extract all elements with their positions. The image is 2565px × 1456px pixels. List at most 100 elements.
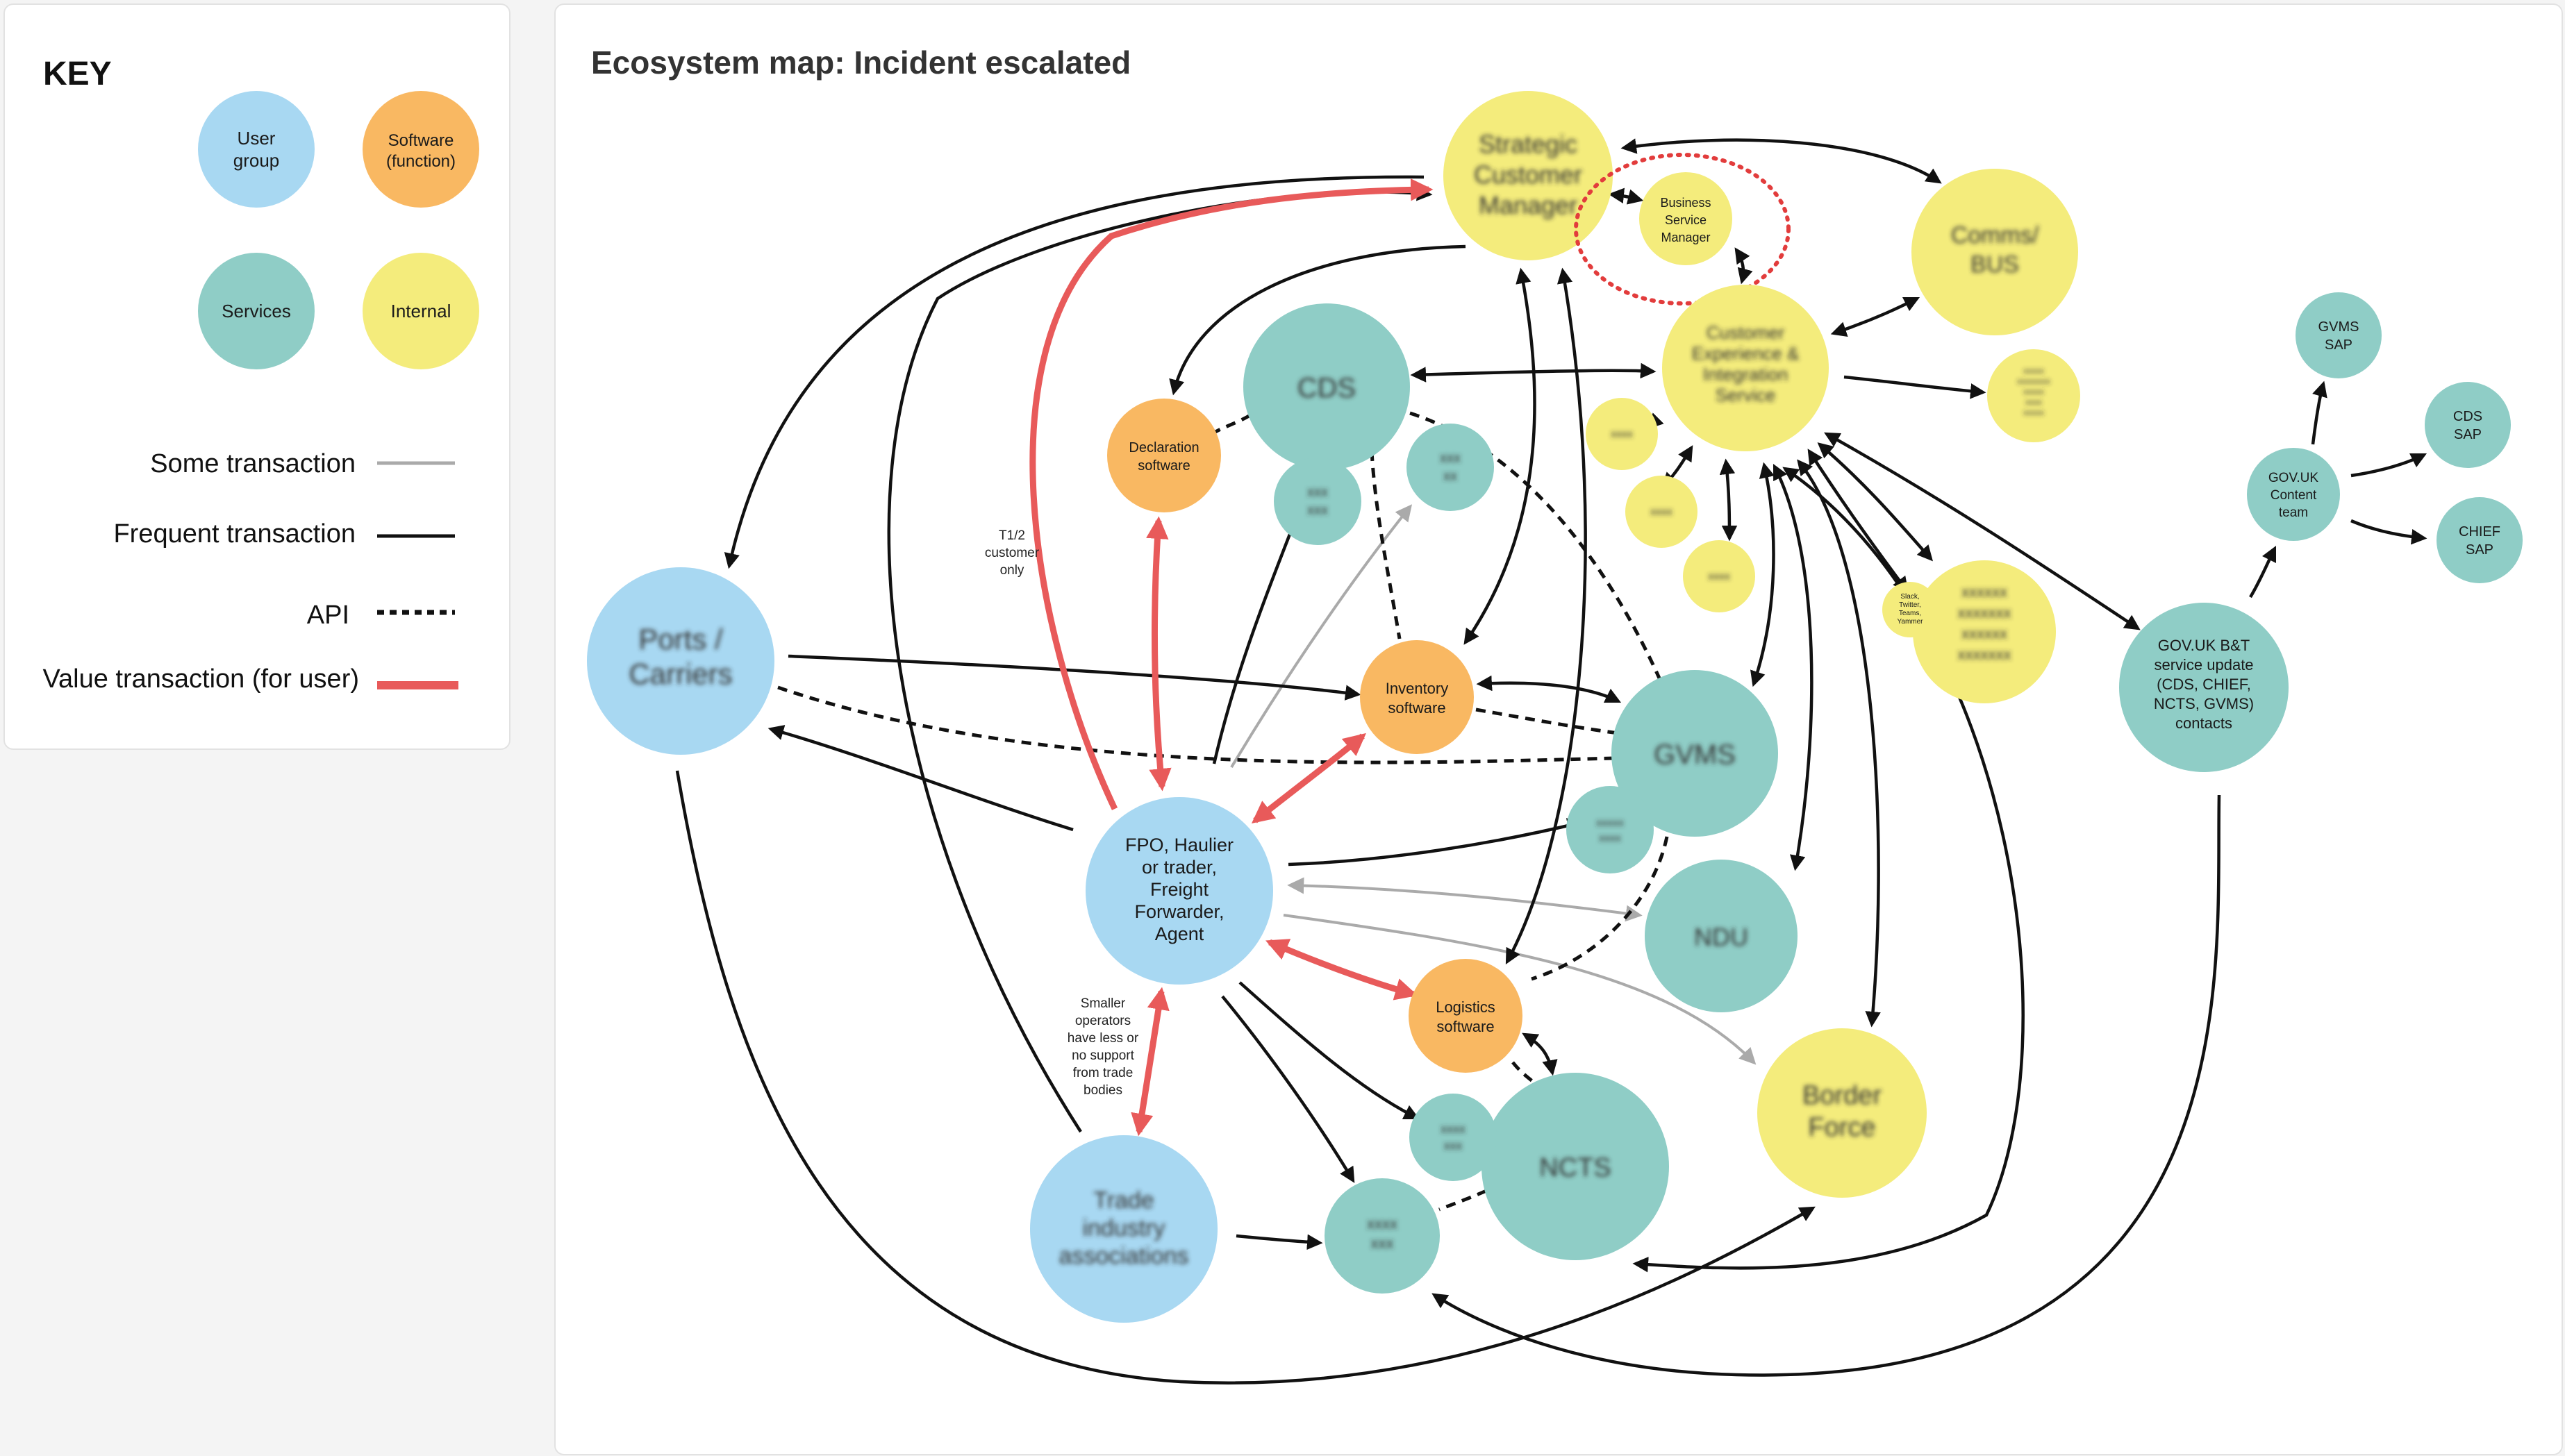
govuk-content-circle bbox=[2247, 448, 2340, 541]
small-internal-2-circle bbox=[1625, 476, 1697, 548]
node-ports-carriers[interactable]: Ports /Carriers bbox=[587, 567, 774, 755]
node-comms-internal[interactable]: Comms/BUS bbox=[1911, 169, 2078, 335]
key-internal: Internal bbox=[363, 253, 479, 369]
service-small-5-circle bbox=[1325, 1178, 1440, 1294]
edge-cei-small-3 bbox=[1719, 458, 1738, 542]
edge-govuk-content-cds-sap bbox=[2350, 453, 2427, 478]
key-software: Software(function) bbox=[363, 91, 479, 208]
node-small-internal-1[interactable]: xxxx bbox=[1586, 398, 1658, 470]
frequent-edges bbox=[675, 138, 2427, 1384]
api-cds-declaration bbox=[1211, 413, 1252, 436]
node-cds[interactable]: CDS bbox=[1243, 303, 1410, 470]
strategic-customer-manager-circle bbox=[1443, 91, 1613, 260]
ndu-circle bbox=[1645, 860, 1798, 1012]
node-ncts[interactable]: NCTS bbox=[1481, 1073, 1669, 1260]
small-internal-1-circle bbox=[1586, 398, 1658, 470]
edge-strategic-ports bbox=[724, 175, 1425, 569]
edge-govuk-bt-small5 bbox=[1431, 794, 2221, 1377]
small-internal-right-circle bbox=[1987, 349, 2080, 442]
node-gvms[interactable]: GVMS bbox=[1611, 670, 1778, 837]
value-fpo-trade bbox=[1131, 987, 1170, 1137]
edge-govuk-content-govuk-bt bbox=[2249, 545, 2277, 599]
map-title: Ecosystem map: Incident escalated bbox=[591, 44, 1131, 81]
api-ports-gvms bbox=[777, 685, 1616, 764]
bsm-highlight-ring bbox=[1574, 153, 1791, 306]
svg-text:xxxxxxx: xxxxxxx bbox=[1367, 1215, 1397, 1252]
edge-fpo-service-small-5 bbox=[1221, 995, 1355, 1183]
key-software-label-1: Software bbox=[388, 131, 454, 150]
api-ncts-logistics bbox=[1511, 1061, 1536, 1085]
edge-strategic-declaration bbox=[1169, 244, 1466, 396]
value-fpo-strategic bbox=[1029, 178, 1434, 810]
edge-cei-govuk-bt bbox=[1824, 432, 2141, 630]
svg-text:Ports /Carriers: Ports /Carriers bbox=[629, 623, 732, 690]
gvms-sap-circle bbox=[2296, 292, 2382, 378]
edge-strategic-logistics bbox=[1505, 267, 1587, 964]
gvms-circle bbox=[1611, 670, 1778, 837]
edge-fpo-ports bbox=[767, 725, 1074, 832]
svg-text:CDS: CDS bbox=[1297, 373, 1356, 403]
edge-govuk-content-gvms-sap bbox=[2311, 380, 2327, 445]
key-internal-label: Internal bbox=[391, 301, 451, 321]
edge-govuk-content-chief-sap bbox=[2350, 519, 2427, 545]
svg-text:xxxx: xxxx bbox=[1650, 506, 1672, 518]
edge-cei-small-right bbox=[1843, 375, 1986, 399]
service-small-4-circle bbox=[1409, 1094, 1497, 1181]
node-small-internal-3[interactable]: xxxx bbox=[1683, 540, 1755, 612]
api-cds-inventory bbox=[1370, 451, 1402, 639]
edge-fpo-ndu-grey bbox=[1287, 877, 1643, 922]
govuk-bt-circle bbox=[2119, 603, 2289, 772]
key-internal-circle bbox=[363, 253, 479, 369]
svg-text:Software(function): Software(function) bbox=[386, 131, 456, 171]
trade-industry-bodies-circle bbox=[1030, 1135, 1218, 1323]
inventory-software-circle bbox=[1360, 640, 1474, 754]
api-ncts-small-5 bbox=[1438, 1189, 1487, 1212]
key-frequent-label: Frequent transaction bbox=[113, 519, 356, 549]
svg-text:GVMS: GVMS bbox=[1654, 739, 1736, 770]
customer-experience-circle bbox=[1662, 285, 1829, 451]
svg-text:Slack,Twitter,Teams,Yammer: Slack,Twitter,Teams,Yammer bbox=[1897, 593, 1923, 626]
node-small-internal-2[interactable]: xxxx bbox=[1625, 476, 1697, 548]
node-slack[interactable]: Slack,Twitter,Teams,Yammer bbox=[1882, 582, 1938, 637]
chief-sap-circle bbox=[2437, 497, 2523, 583]
slack-circle bbox=[1882, 582, 1938, 637]
key-some-label: Some transaction bbox=[150, 449, 356, 478]
logistics-software-circle bbox=[1409, 959, 1522, 1073]
edges bbox=[675, 138, 2427, 1384]
edge-fpo-gvms-small-3 bbox=[1288, 818, 1584, 867]
node-ndu[interactable]: NDU bbox=[1645, 860, 1798, 1012]
